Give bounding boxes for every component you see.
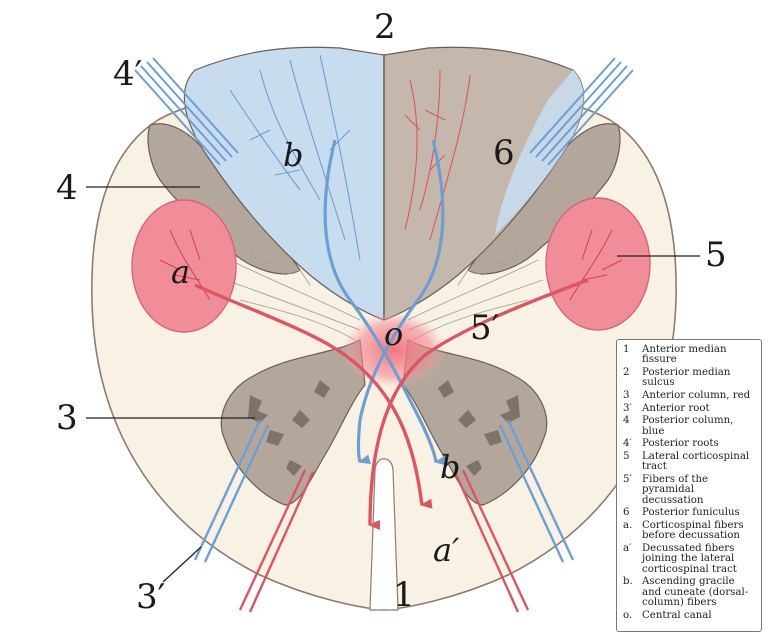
legend-text: Lateral corticospinal tract xyxy=(642,450,750,473)
posterior-funiculus-left xyxy=(183,46,385,321)
legend-key: 5′ xyxy=(623,473,632,485)
legend-text: Posterior median sulcus xyxy=(642,367,731,389)
label-6: 6 xyxy=(493,133,515,173)
gray-matter-texture xyxy=(248,380,520,476)
label-4-prime: 4′ xyxy=(113,54,142,94)
legend-key: b. xyxy=(623,576,633,588)
legend-item: 5′ Fibers of the pyramidal decussation xyxy=(623,473,757,506)
legend-key: 3′ xyxy=(623,402,632,414)
label-2: 2 xyxy=(374,7,396,47)
legend-item: b. Ascending gracile and cuneate (dorsal-… xyxy=(623,576,757,608)
anterior-gray-horn-left xyxy=(220,339,366,506)
label-a-prime: a′ xyxy=(433,531,460,569)
label-4: 4 xyxy=(56,168,78,208)
posterior-roots-right xyxy=(529,57,634,166)
legend-item: 3′ Anterior root xyxy=(623,402,757,414)
label-b-bottom: b xyxy=(440,448,460,486)
lateral-corticospinal-tract-left xyxy=(131,199,237,333)
central-canal xyxy=(342,312,446,388)
legend-text: Posterior roots xyxy=(642,438,719,450)
legend-item: 5 Lateral corticospinal tract xyxy=(623,450,757,473)
legend-text: Corticospinal fibers before decussation xyxy=(642,519,744,542)
legend-item: 4 Posterior column, blue xyxy=(623,416,757,437)
legend-key: 4′ xyxy=(623,438,632,450)
label-3: 3 xyxy=(56,398,78,438)
legend-key: 4 xyxy=(623,415,630,427)
legend-item: o. Central canal xyxy=(623,609,757,621)
posterior-funiculus-right xyxy=(383,46,585,321)
legend-text: Ascending gracile and cuneate (dorsal-co… xyxy=(642,576,749,608)
legend-text: Fibers of the pyramidal decussation xyxy=(642,473,709,506)
lateral-corticospinal-tract-right xyxy=(545,197,651,331)
legend-item: a. Corticospinal fibers before decussatio… xyxy=(623,519,757,542)
leader-lines xyxy=(86,186,700,583)
legend-key: o. xyxy=(623,609,633,621)
legend-key: 2 xyxy=(623,367,630,378)
legend-text: Posterior funiculus xyxy=(642,507,740,519)
anterior-median-fissure xyxy=(369,458,399,611)
legend-item: 1 Anterior median fissure xyxy=(623,344,757,366)
label-b-top: b xyxy=(283,136,303,174)
label-5: 5 xyxy=(705,235,727,275)
legend-item: 4′ Posterior roots xyxy=(623,438,757,450)
legend-key: 1 xyxy=(623,344,630,355)
legend-text: Central canal xyxy=(642,609,712,621)
legend-key: a. xyxy=(623,519,633,531)
anterior-gray-horn-right xyxy=(402,339,548,506)
tract-vessels xyxy=(159,229,623,301)
legend-key: 3 xyxy=(623,390,630,401)
legend-text: Anterior column, red xyxy=(642,390,751,401)
funiculus-vessels-red xyxy=(404,69,471,241)
posterior-roots-left xyxy=(134,57,239,166)
legend-key: 6 xyxy=(623,507,630,519)
legend-item: 6 Posterior funiculus xyxy=(623,507,757,519)
legend-key: a′ xyxy=(623,542,632,554)
legend-text: Anterior root xyxy=(642,402,710,414)
label-1: 1 xyxy=(393,575,415,615)
label-3-prime: 3′ xyxy=(136,577,165,617)
legend-box: 1 Anterior median fissure 2 Posterior media… xyxy=(616,339,762,632)
label-a: a xyxy=(171,253,190,291)
legend-text: Anterior median fissure xyxy=(642,344,727,366)
ascending-dorsal-fibers xyxy=(323,139,447,466)
corticospinal-fibers xyxy=(194,278,589,531)
anterior-roots xyxy=(193,419,575,613)
legend-item: a′ Decussated fibers joining the lateral … xyxy=(623,542,757,575)
legend-text: Decussated fibers joining the lateral co… xyxy=(642,542,737,575)
label-o: o xyxy=(384,315,403,353)
legend-text: Posterior column, blue xyxy=(642,415,734,437)
label-5-prime: 5′ xyxy=(470,308,499,348)
legend-key: 5 xyxy=(623,450,630,462)
legend-item: 3 Anterior column, red xyxy=(623,390,757,401)
legend-item: 2 Posterior median sulcus xyxy=(623,367,757,389)
